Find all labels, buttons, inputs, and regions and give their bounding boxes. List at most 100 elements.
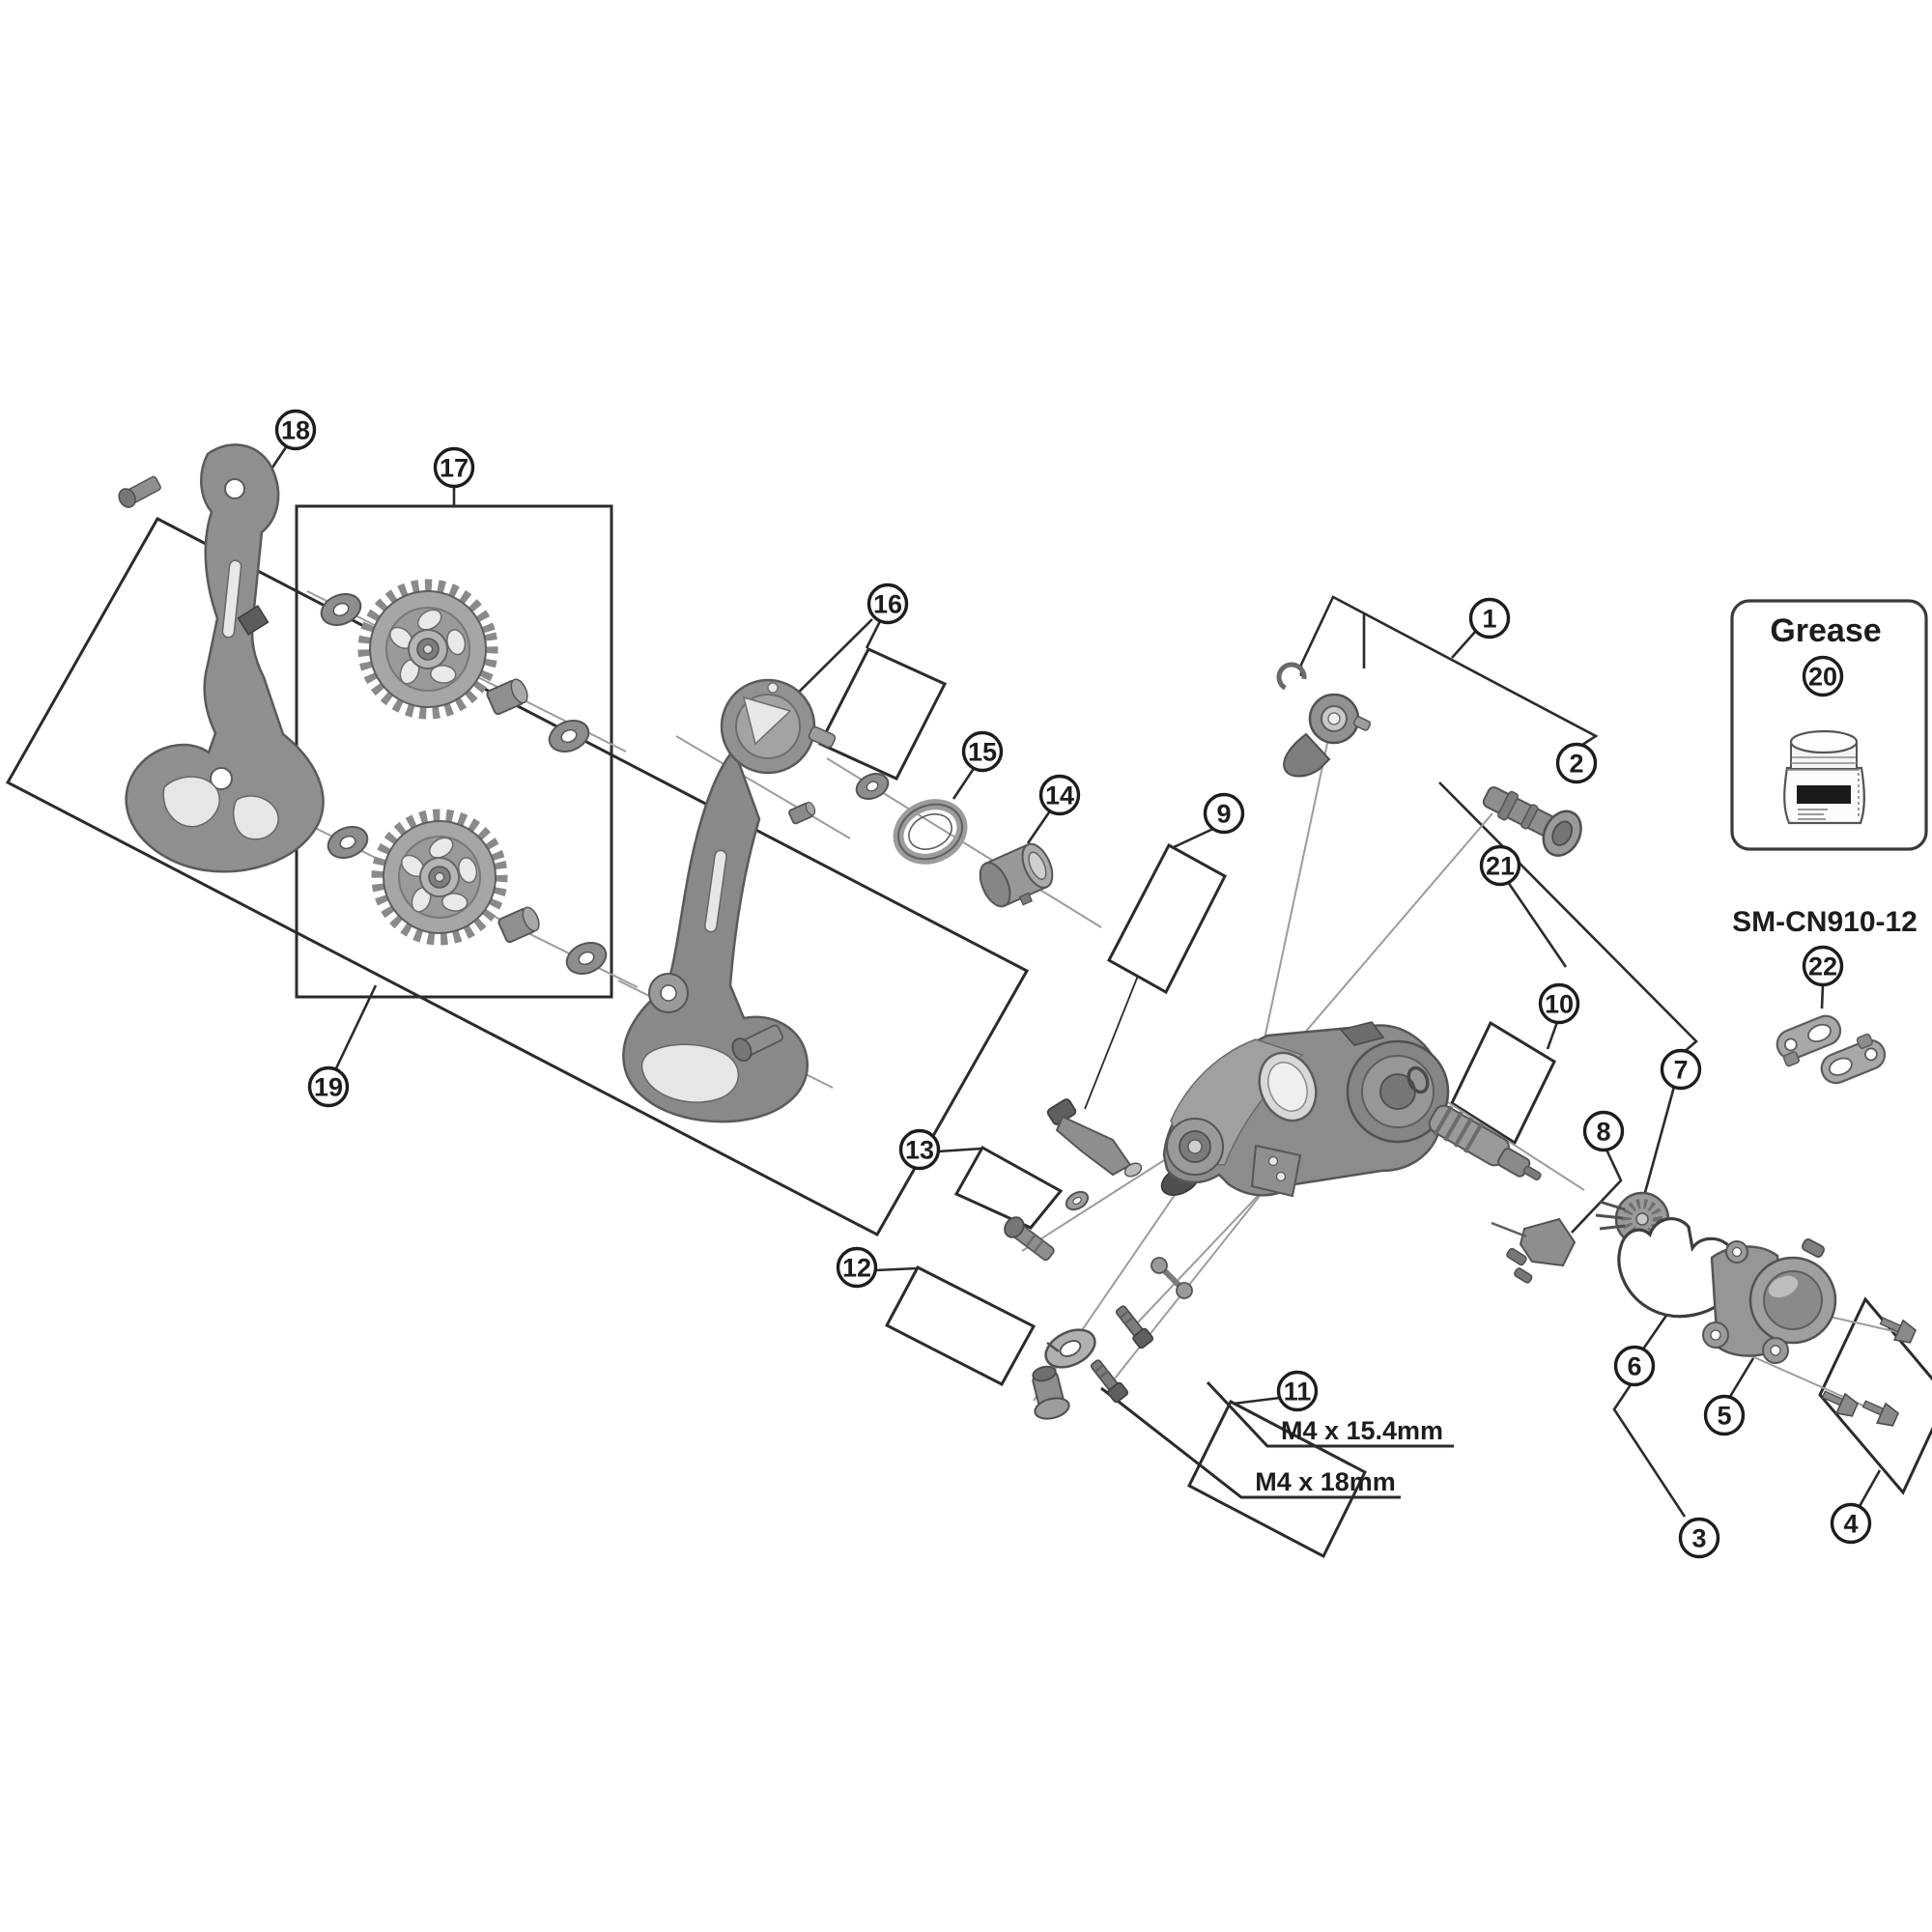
leader-8 [1571,1149,1623,1234]
leader-22 [1820,983,1825,1009]
leader-19 [333,984,378,1071]
lower-jockey-washer [327,826,369,859]
lower-pulley-washer-right [565,942,608,975]
bracket-6-3 [1612,1382,1687,1518]
callout-10: 10 [1538,982,1580,1025]
chain-quick-link-22 [1776,1014,1887,1085]
outer-plate-18 [125,443,325,873]
plate-bolt-18 [118,475,161,508]
grease-title: Grease [1770,612,1881,649]
stopper-ring-15 [893,799,968,865]
svg-text:6: 6 [1627,1352,1641,1381]
leader-4 [1857,1469,1882,1509]
callout-20: 20 [1802,655,1844,697]
svg-text:4: 4 [1843,1510,1858,1539]
p-spring-10 [1428,1104,1542,1180]
leader-10 [1546,1021,1559,1050]
callout-2: 2 [1555,742,1598,784]
svg-text:22: 22 [1808,952,1837,981]
svg-text:21: 21 [1486,852,1515,881]
box-16 [817,647,948,781]
screw-spec-small-label: M4 x 15.4mm [1281,1416,1443,1445]
leader-9b [1084,975,1139,1110]
upper-pulley [357,579,498,720]
callout-6: 6 [1613,1345,1656,1387]
upper-jockey-washer [320,593,362,626]
svg-text:15: 15 [968,738,997,767]
upper-pulley-washer-right [548,720,590,753]
svg-text:17: 17 [440,454,469,483]
assembly-box-19 [5,517,1030,1236]
plate-lower-bolt [731,1024,784,1063]
callout-17: 17 [433,446,475,489]
callout-21: 21 [1479,844,1521,887]
adjust-screws-11 [1090,1257,1193,1404]
grease-panel: Grease [1730,599,1928,851]
leader-9 [1173,826,1216,849]
leader-spec-small [1206,1380,1454,1448]
svg-text:2: 2 [1569,750,1583,779]
box-9 [1106,842,1227,995]
callout-3: 3 [1678,1517,1720,1559]
leader-7 [1642,1086,1676,1197]
leader-13 [937,1147,982,1153]
derailleur-body [1160,1021,1450,1198]
chain-model-label: SM-CN910-12 [1732,906,1918,938]
callout-4: 4 [1830,1502,1872,1545]
grease-jar [1783,729,1865,825]
pivot-link [1151,1257,1193,1299]
svg-text:7: 7 [1673,1056,1688,1085]
leader-5 [1726,1357,1755,1401]
box-12 [884,1264,1037,1386]
box-11 [1187,1399,1367,1559]
leader-16b [865,620,882,649]
lower-pulley-bushing [497,906,540,944]
svg-text:14: 14 [1045,781,1074,810]
svg-text:1: 1 [1482,605,1496,634]
bracket-boxes [5,504,1932,1559]
o-ring [1406,1065,1430,1094]
callout-14: 14 [1038,774,1081,816]
box-10 [1450,1020,1556,1146]
svg-text:5: 5 [1717,1402,1731,1431]
svg-text:8: 8 [1596,1118,1610,1147]
plate-washer-16 [855,773,890,800]
svg-text:18: 18 [281,416,310,445]
svg-text:11: 11 [1284,1378,1312,1406]
callout-18: 18 [274,409,317,451]
e-clip [1276,662,1307,693]
svg-text:13: 13 [905,1136,934,1165]
motor-cover-5 [1702,1238,1837,1364]
stop-bolt-12 [1032,1365,1070,1420]
cover-screws-4 [1821,1317,1918,1427]
svg-text:3: 3 [1691,1524,1706,1553]
plate-mount-cylinder-14 [979,842,1054,908]
bracket-21 [1438,781,1698,1054]
leader-12 [874,1266,918,1272]
callout-1: 1 [1468,597,1511,639]
svg-text:12: 12 [842,1254,871,1283]
callout-11: 11 [1276,1370,1319,1412]
bracket-axle-unit-1 [1283,693,1372,778]
callout-22: 22 [1802,945,1844,987]
box-4 [1818,1296,1932,1495]
upper-pulley-bushing [486,678,528,716]
leader-14 [1026,809,1053,844]
box-13 [953,1145,1064,1230]
callout-8: 8 [1582,1110,1625,1152]
callout-15: 15 [961,730,1004,773]
callout-19: 19 [307,1065,350,1108]
clutch-holder-8 [1491,1217,1577,1284]
svg-text:19: 19 [314,1073,343,1102]
grease-jar-label [1797,785,1851,804]
callout-7: 7 [1660,1048,1702,1091]
callout-13: 13 [898,1128,941,1171]
svg-text:9: 9 [1216,800,1231,829]
leader-spec-large [1100,1386,1401,1499]
callout-12: 12 [836,1246,878,1289]
cable-fixing-bolt-9 [1046,1098,1143,1178]
svg-text:16: 16 [873,590,902,619]
